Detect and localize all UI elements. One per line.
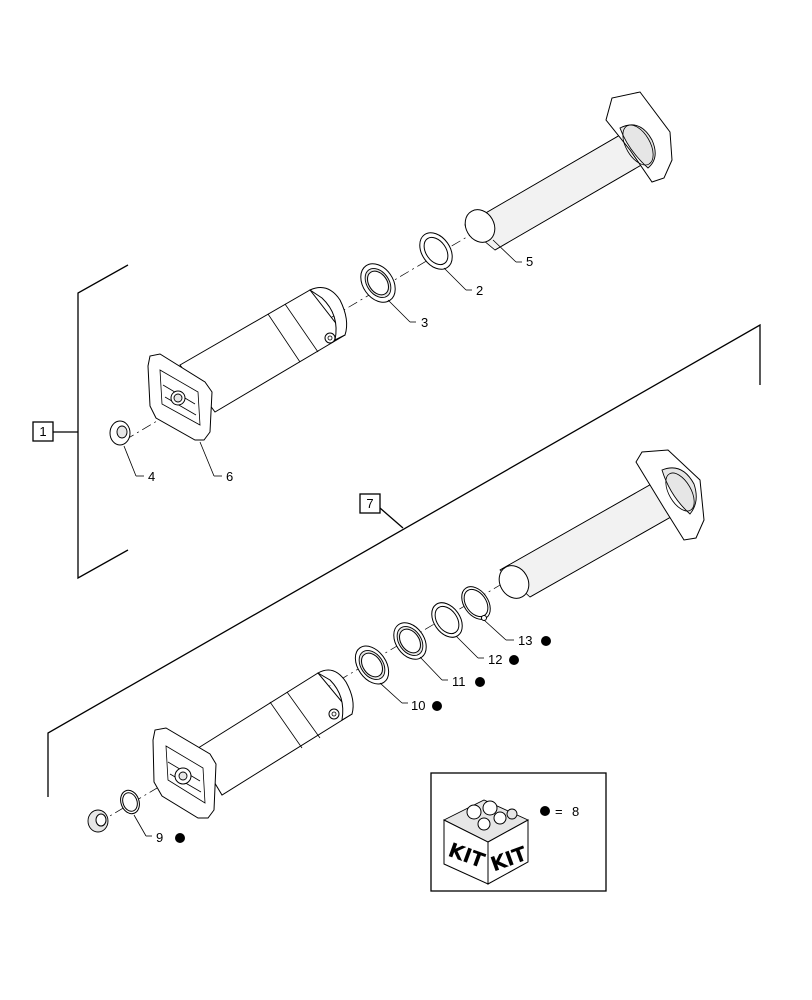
callout-box-1[interactable] <box>32 421 54 442</box>
callout-10: 10 <box>411 698 425 713</box>
kit-legend-equals: = <box>555 804 563 819</box>
callout-3: 3 <box>421 315 428 330</box>
callout-5: 5 <box>526 254 533 269</box>
part-5-rod[interactable] <box>459 91 673 251</box>
part-9-ring[interactable] <box>117 788 142 817</box>
callout-13: 13 <box>518 633 532 648</box>
assembly-7: 7 13 12 <box>47 323 761 845</box>
part-4-cap[interactable] <box>109 420 131 446</box>
part-2-ring[interactable] <box>413 227 459 276</box>
kit-dot-11 <box>475 677 485 687</box>
callout-6: 6 <box>226 469 233 484</box>
kit-dot-10 <box>432 701 442 711</box>
callout-box-7[interactable] <box>359 493 381 514</box>
callout-11: 11 <box>452 674 466 689</box>
assembly-7-rod[interactable] <box>493 449 705 604</box>
kit-dot-13 <box>541 636 551 646</box>
assembly-7-barrel[interactable] <box>152 669 354 819</box>
assembly-1: 1 5 2 3 <box>32 91 673 580</box>
callout-9: 9 <box>156 830 163 845</box>
part-6-barrel[interactable] <box>147 287 348 441</box>
callout-7: 7 <box>366 496 373 511</box>
part-12-ring[interactable] <box>425 597 468 643</box>
callout-4: 4 <box>148 469 155 484</box>
kit-dot-12 <box>509 655 519 665</box>
assembly-7-cap[interactable] <box>87 809 109 833</box>
kit-box-icon: KIT KIT <box>442 799 530 885</box>
part-11-ring[interactable] <box>387 617 433 666</box>
kit-dot-9 <box>175 833 185 843</box>
callout-1: 1 <box>39 424 46 439</box>
assembly-1-bracket <box>77 264 129 580</box>
callout-8: 8 <box>572 804 579 819</box>
kit-legend-box <box>430 772 607 892</box>
part-13-ring[interactable] <box>456 581 496 624</box>
assembly-7-bracket <box>47 323 761 797</box>
part-10-ring[interactable] <box>348 640 395 690</box>
callout-2: 2 <box>476 283 483 298</box>
kit-legend: KIT KIT = 8 <box>430 772 607 892</box>
callout-12: 12 <box>488 652 502 667</box>
kit-legend-dot <box>540 806 550 816</box>
part-3-ring[interactable] <box>354 257 403 309</box>
